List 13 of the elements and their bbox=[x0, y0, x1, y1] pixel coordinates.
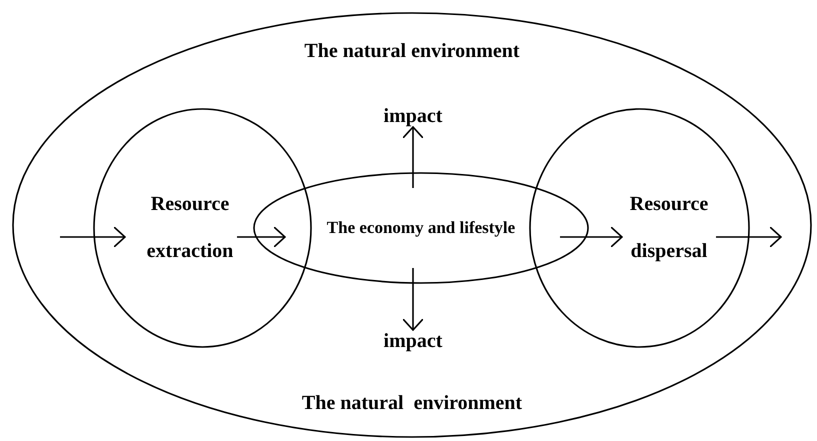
environment-label: The natural environment bbox=[302, 392, 522, 415]
node-label: Resource extraction bbox=[146, 192, 234, 264]
impact-label: impact bbox=[384, 104, 442, 128]
node-label: Resource dispersal bbox=[628, 192, 710, 264]
arrow bbox=[716, 226, 782, 248]
node-label: The economy and lifestyle bbox=[326, 218, 516, 238]
environment-label: The natural environment bbox=[304, 40, 520, 63]
arrow bbox=[237, 226, 286, 248]
impact-label: impact bbox=[384, 329, 442, 353]
arrow bbox=[402, 268, 424, 331]
arrow bbox=[402, 126, 424, 188]
arrow bbox=[60, 226, 126, 248]
arrow bbox=[560, 226, 623, 248]
